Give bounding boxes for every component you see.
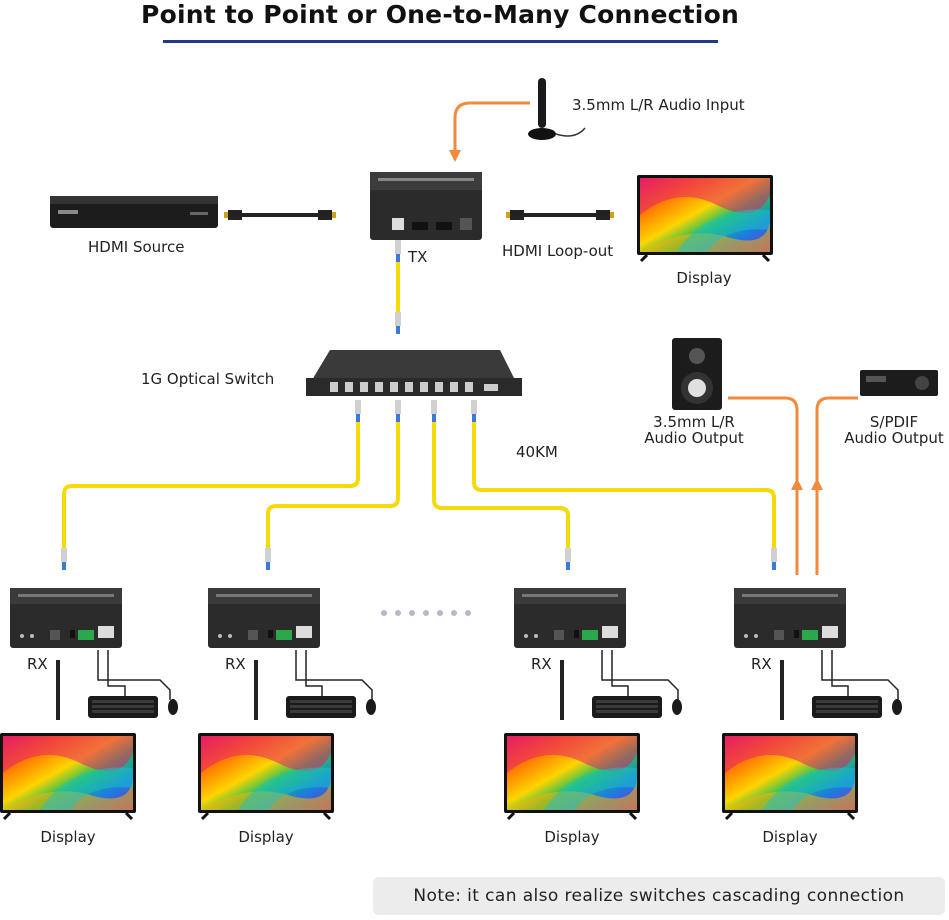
hdmi-source-label: HDMI Source [88,238,185,256]
fiber-connector-icon [61,240,777,570]
keyboard-icon [812,696,882,718]
mouse-icon [672,699,682,715]
rx-label-4: RX [751,655,772,673]
mouse-icon [892,699,902,715]
tv-display-icon [196,731,336,821]
tv-display-icon [635,173,775,263]
keyboard-icon [88,696,158,718]
tv-display-icon [720,731,860,821]
arrowhead-up-1 [791,478,803,490]
audio-output-label-line1: 3.5mm L/R [653,413,735,431]
rx-extender-icon [208,588,320,648]
title-underline [163,40,718,43]
display-label-4: Display [762,828,818,846]
bluray-player-icon [50,196,218,228]
mouse-icon [168,699,178,715]
rx-label-1: RX [27,655,48,673]
keyboard-icon [286,696,356,718]
audio-input-label: 3.5mm L/R Audio Input [572,96,745,114]
page-title: Point to Point or One-to-Many Connection [141,0,739,29]
av-receiver-icon [860,370,938,396]
rx-label-3: RX [531,655,552,673]
optical-switch-icon [306,350,522,396]
rx-extender-icon [10,588,122,648]
distance-label: 40KM [516,443,558,461]
hdmi-loop-cable-icon [506,210,614,220]
more-receivers-dots [381,610,471,616]
rx-extender-icon [514,588,626,648]
audio-output-label-line2: Audio Output [644,429,744,447]
spdif-label-line1: S/PDIF [869,413,919,431]
receiver-group-3 [502,588,682,821]
keyboard-icon [592,696,662,718]
receiver-group-1 [0,588,178,821]
receiver-group-2 [196,588,376,821]
arrowhead-up-2 [811,478,823,490]
tv-display-icon [502,731,642,821]
display-label-3: Display [544,828,600,846]
receiver-group-4 [720,588,902,821]
display-label-2: Display [238,828,294,846]
display-top-label: Display [676,269,732,287]
mouse-icon [366,699,376,715]
audio-input-arrow [453,101,530,160]
audio-output-arrows [728,396,858,575]
display-label-1: Display [40,828,96,846]
speaker-icon [672,338,722,410]
hdmi-loop-out-label: HDMI Loop-out [502,242,614,260]
tv-display-icon [0,731,138,821]
rx-label-2: RX [225,655,246,673]
cascading-note: Note: it can also realize switches casca… [373,877,945,915]
audio-input-arrowhead [449,150,461,162]
antenna-icon [528,78,586,140]
rx-extender-icon [734,588,846,648]
hdmi-cable-icon [224,210,336,220]
spdif-label-line2: Audio Output [844,429,944,447]
optical-switch-label: 1G Optical Switch [141,370,275,388]
tx-extender-icon [370,172,482,240]
tx-label: TX [408,248,428,266]
